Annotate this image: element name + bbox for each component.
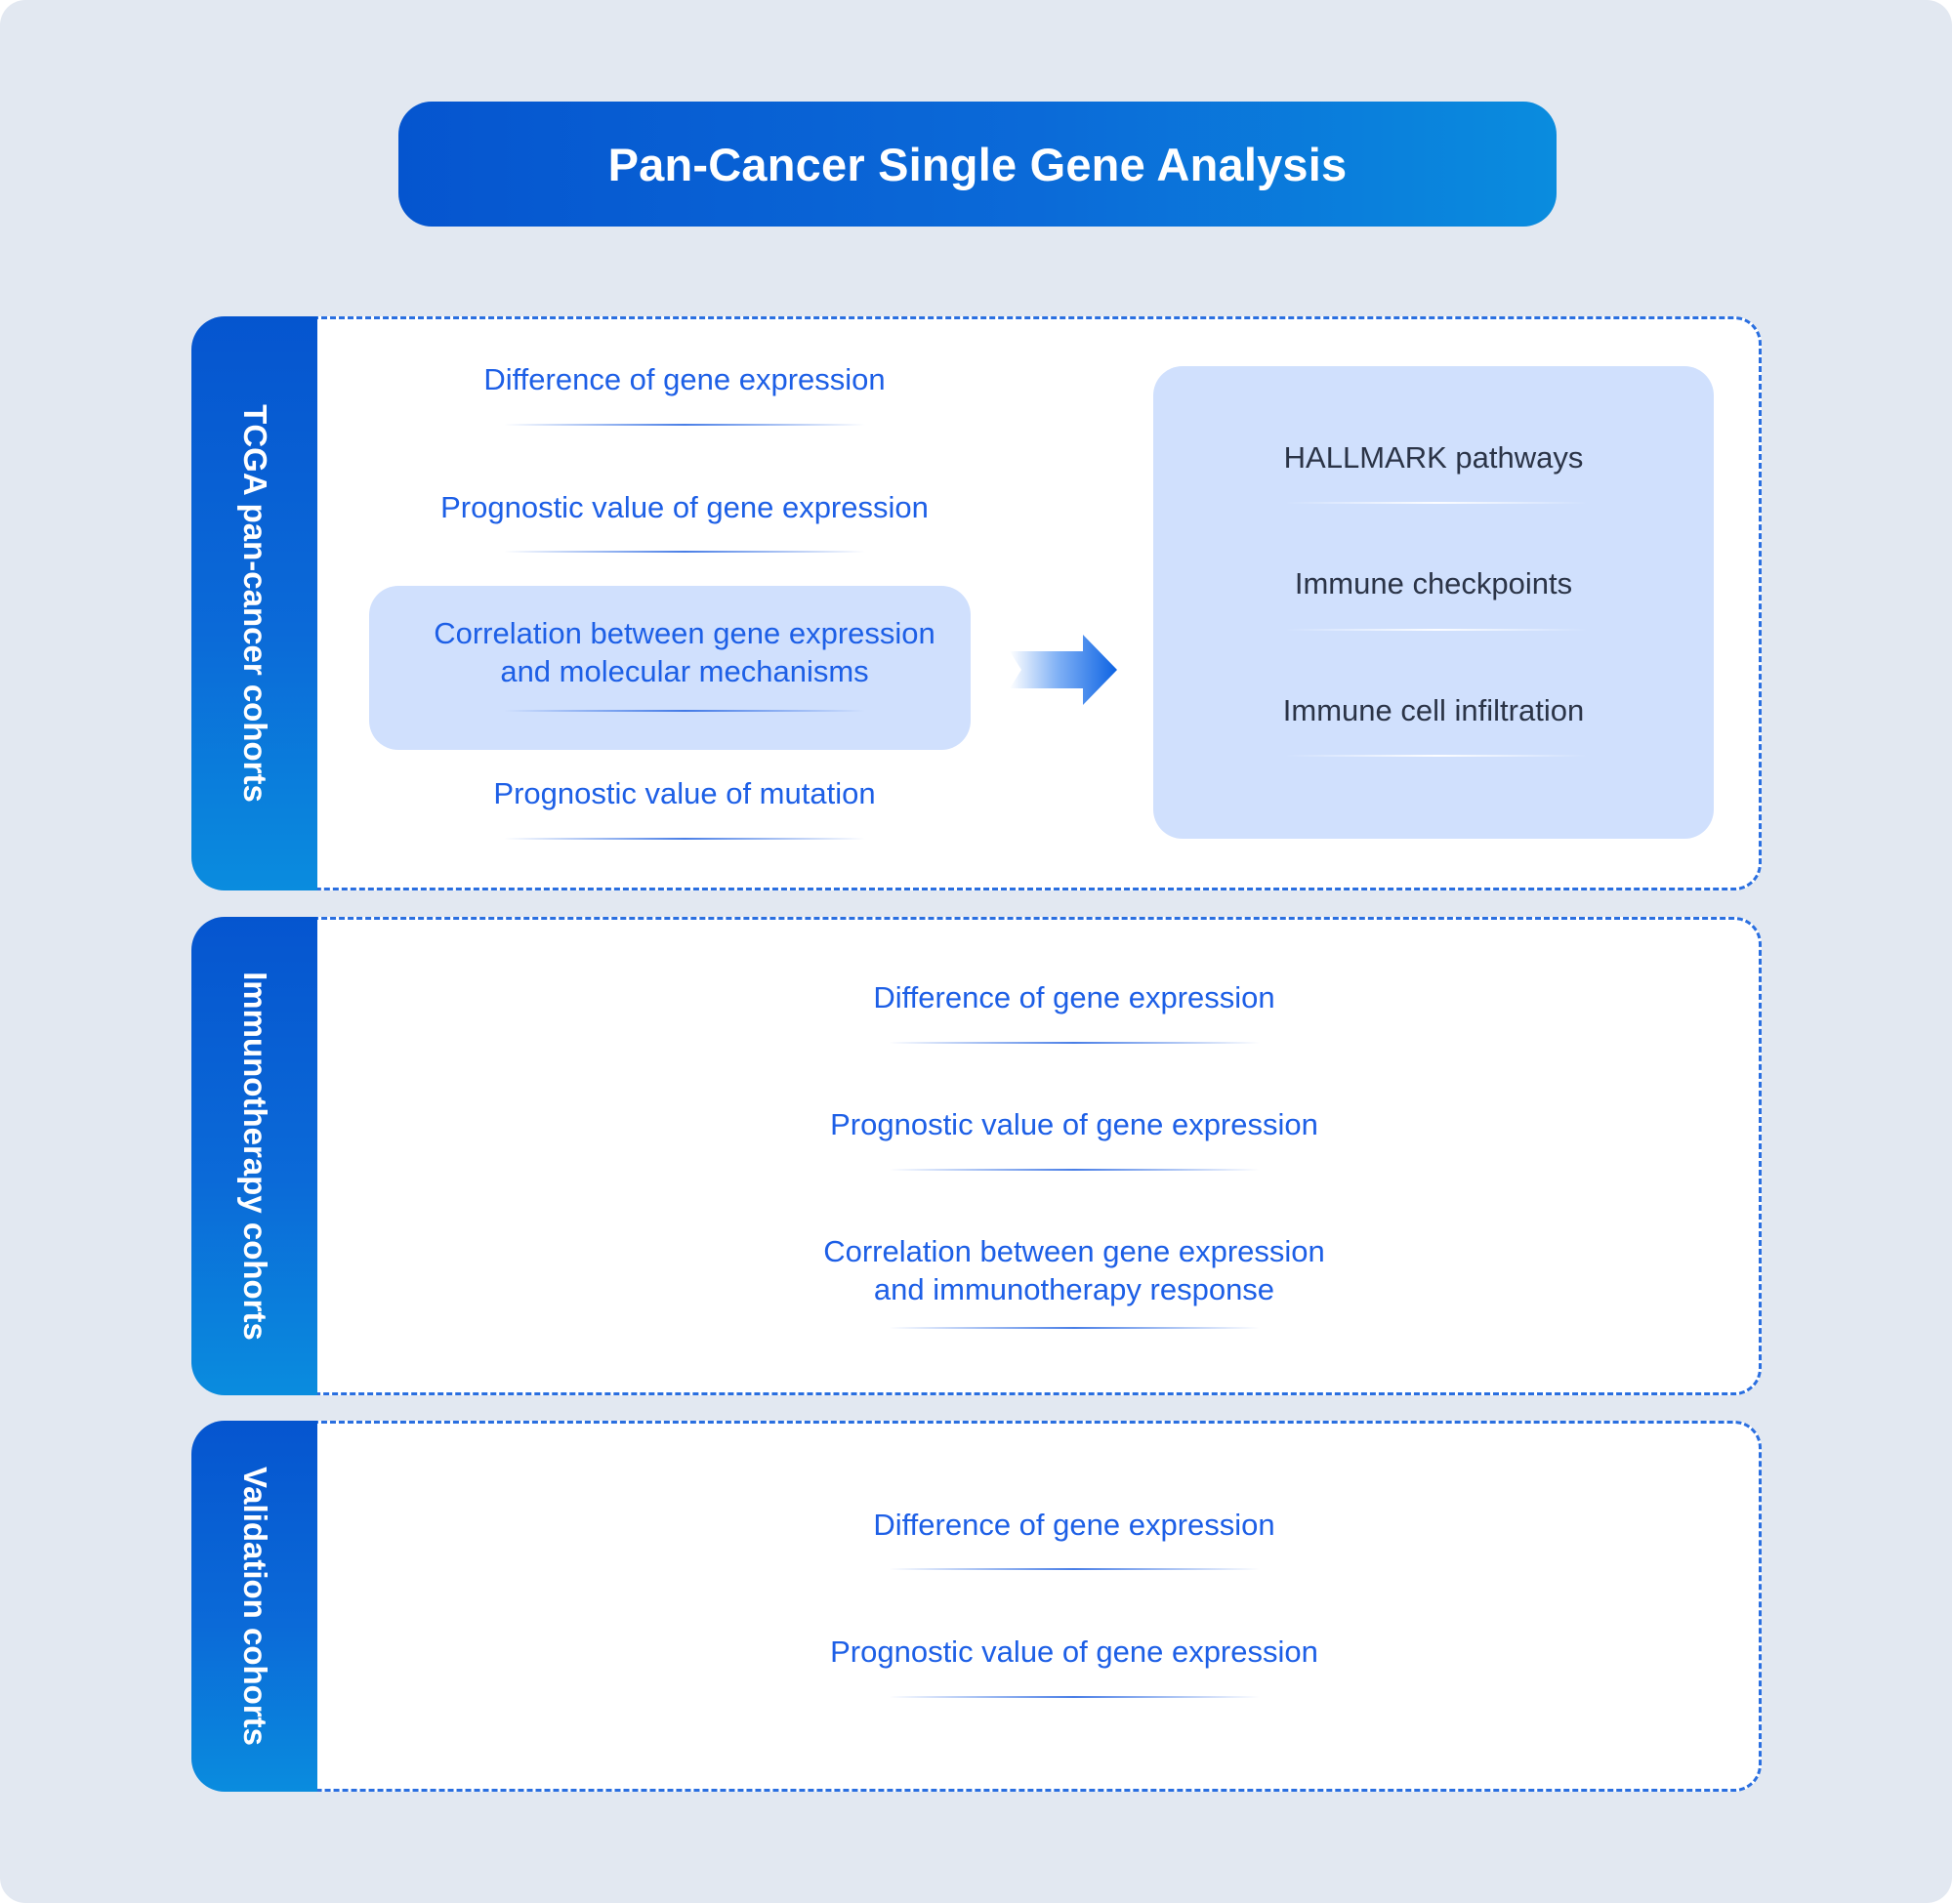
immunotherapy-item-response-correlation: Correlation between gene expression and … bbox=[823, 1234, 1325, 1306]
section-validation: Validation cohorts Difference of gene ex… bbox=[191, 1421, 1762, 1792]
validation-panel bbox=[250, 1421, 1762, 1792]
tcga-item-difference-underline bbox=[504, 424, 865, 426]
right-arrow-icon bbox=[1010, 635, 1117, 705]
tcga-item-prognostic-expression-underline bbox=[504, 551, 865, 553]
validation-item-prognostic-underline bbox=[889, 1696, 1260, 1698]
mechanism-item-hallmark-underline bbox=[1285, 502, 1588, 504]
tcga-sidebar: TCGA pan-cancer cohorts bbox=[191, 316, 317, 890]
tcga-item-difference: Difference of gene expression bbox=[483, 362, 886, 396]
immunotherapy-section-label: Immunotherapy cohorts bbox=[236, 972, 273, 1341]
mechanism-item-checkpoints-underline bbox=[1285, 629, 1588, 631]
immunotherapy-item-prognostic-underline bbox=[889, 1169, 1260, 1171]
tcga-item-molecular-correlation: Correlation between gene expression and … bbox=[434, 616, 935, 688]
tcga-item-prognostic-mutation-underline bbox=[504, 838, 865, 840]
section-immunotherapy: Immunotherapy cohorts Difference of gene… bbox=[191, 917, 1762, 1395]
immunotherapy-panel bbox=[250, 917, 1762, 1395]
immunotherapy-item-response-correlation-underline bbox=[889, 1327, 1260, 1329]
immunotherapy-sidebar: Immunotherapy cohorts bbox=[191, 917, 317, 1395]
mechanism-item-checkpoints: Immune checkpoints bbox=[1294, 566, 1573, 600]
immunotherapy-item-difference: Difference of gene expression bbox=[873, 980, 1275, 1014]
diagram-title: Pan-Cancer Single Gene Analysis bbox=[398, 102, 1557, 227]
tcga-section-label: TCGA pan-cancer cohorts bbox=[236, 404, 273, 803]
tcga-highlight-box bbox=[369, 586, 971, 750]
section-tcga: TCGA pan-cancer cohorts Difference of ge… bbox=[191, 316, 1762, 890]
immunotherapy-item-prognostic: Prognostic value of gene expression bbox=[830, 1107, 1318, 1141]
validation-item-difference-underline bbox=[889, 1568, 1260, 1570]
mechanisms-box bbox=[1153, 366, 1714, 839]
validation-item-prognostic: Prognostic value of gene expression bbox=[830, 1635, 1318, 1669]
tcga-item-prognostic-mutation: Prognostic value of mutation bbox=[493, 776, 876, 810]
mechanism-item-infiltration-underline bbox=[1285, 755, 1588, 757]
tcga-item-molecular-correlation-underline bbox=[504, 710, 865, 712]
mechanism-item-infiltration: Immune cell infiltration bbox=[1282, 693, 1585, 727]
tcga-item-prognostic-expression: Prognostic value of gene expression bbox=[440, 490, 929, 524]
validation-item-difference: Difference of gene expression bbox=[873, 1508, 1275, 1542]
validation-section-label: Validation cohorts bbox=[236, 1466, 273, 1747]
validation-sidebar: Validation cohorts bbox=[191, 1421, 317, 1792]
mechanism-item-hallmark: HALLMARK pathways bbox=[1283, 440, 1584, 475]
immunotherapy-item-difference-underline bbox=[889, 1042, 1260, 1044]
